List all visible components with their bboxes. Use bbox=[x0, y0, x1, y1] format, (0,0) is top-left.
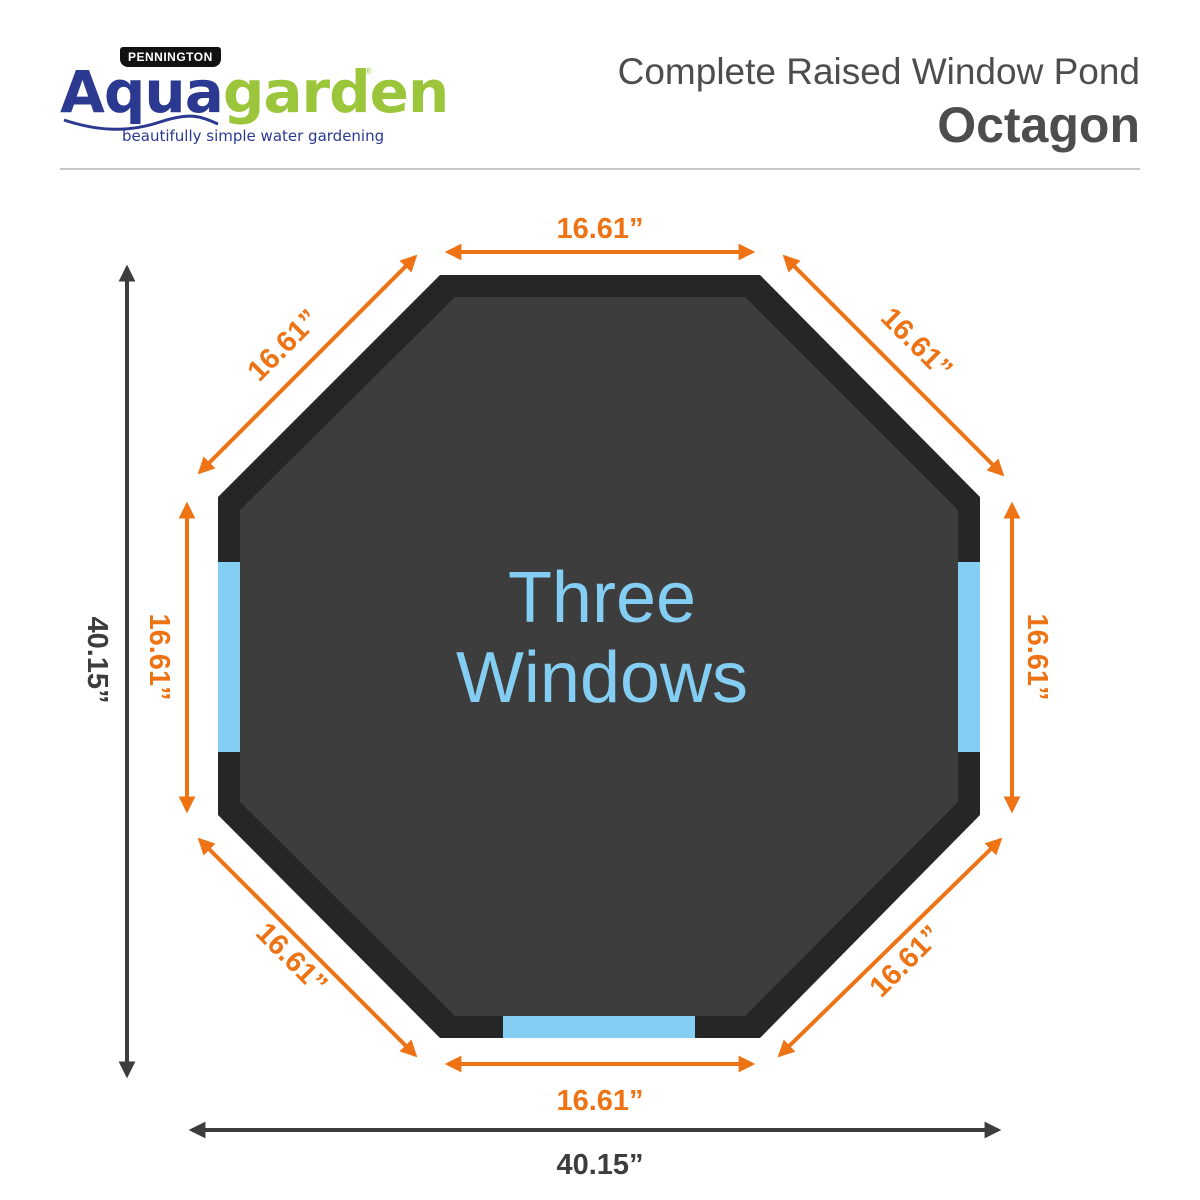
center-label-line2: Windows bbox=[456, 638, 748, 718]
overall-height-label: 40.15” bbox=[81, 616, 113, 703]
window-left bbox=[218, 562, 240, 752]
registered-mark: ® bbox=[365, 66, 372, 76]
dim-label-top: 16.61” bbox=[556, 213, 643, 245]
brand-garden: garden bbox=[222, 58, 449, 126]
dim-label-bottom: 16.61” bbox=[556, 1085, 643, 1117]
aquagarden-logo: PENNINGTON Aquagarden ® beautifully simp… bbox=[60, 44, 449, 154]
brand-wordmark: Aquagarden bbox=[60, 58, 449, 126]
brand-aqua: Aqua bbox=[60, 58, 224, 126]
product-title: Octagon bbox=[937, 97, 1140, 153]
header-divider bbox=[60, 168, 1140, 170]
wave-icon bbox=[63, 114, 219, 131]
overall-width-label: 40.15” bbox=[556, 1149, 643, 1181]
dim-arrow-top-right bbox=[782, 254, 1005, 477]
window-bottom bbox=[503, 1016, 695, 1038]
dim-label-top-left: 16.61” bbox=[242, 304, 326, 388]
logo-tagline: beautifully simple water gardening bbox=[122, 127, 385, 145]
dim-label-top-right: 16.61” bbox=[874, 302, 958, 386]
pennington-badge: PENNINGTON bbox=[120, 47, 221, 67]
center-label-line1: Three bbox=[508, 558, 696, 638]
dim-arrow-top-left bbox=[197, 254, 418, 475]
window-right bbox=[958, 562, 980, 752]
dim-arrow-bottom-right bbox=[777, 837, 1003, 1058]
dim-label-left: 16.61” bbox=[143, 613, 175, 700]
dim-label-right: 16.61” bbox=[1021, 613, 1053, 700]
dim-arrow-bottom-left bbox=[197, 837, 418, 1058]
product-subtitle: Complete Raised Window Pond bbox=[617, 51, 1140, 92]
title-block: Complete Raised Window Pond Octagon bbox=[618, 50, 1140, 154]
